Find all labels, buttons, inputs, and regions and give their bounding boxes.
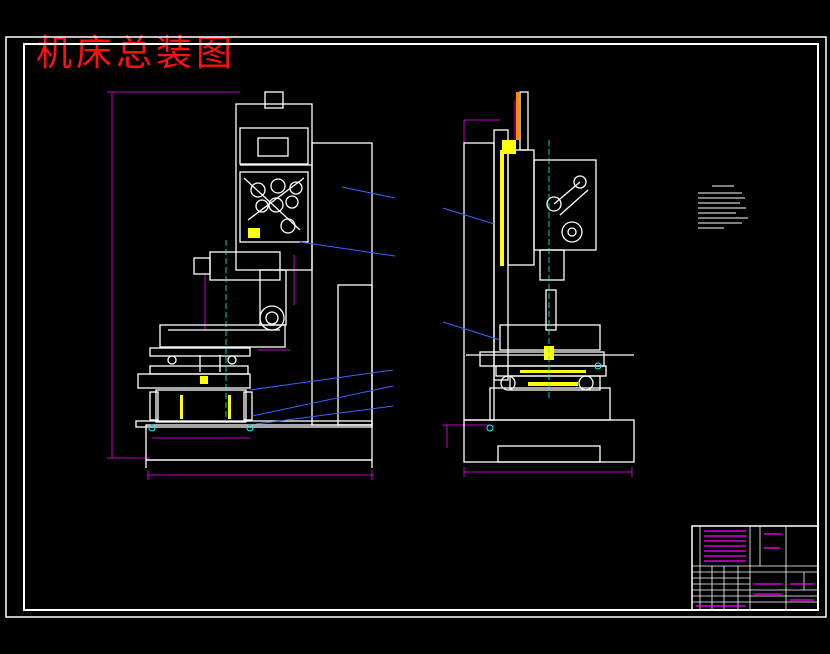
front-head <box>235 103 313 271</box>
drawing-title: 机床总装图 <box>36 33 237 74</box>
technical-notes-block <box>698 185 748 229</box>
front-view <box>107 91 373 480</box>
title-block-text-marks <box>696 530 814 607</box>
side-view <box>442 91 635 477</box>
side-accents <box>486 92 602 432</box>
front-leaders <box>249 186 396 425</box>
front-column <box>311 142 373 426</box>
title-block <box>691 525 819 611</box>
inner-frame <box>23 43 819 611</box>
outer-frame <box>5 36 827 618</box>
side-base <box>463 419 635 463</box>
side-column <box>463 142 495 421</box>
side-head <box>533 159 597 251</box>
front-base <box>145 424 373 461</box>
side-dimensions <box>442 100 633 477</box>
side-leaders <box>442 207 501 341</box>
front-table <box>159 324 286 348</box>
front-accents <box>148 228 260 432</box>
front-dimensions <box>107 91 373 480</box>
